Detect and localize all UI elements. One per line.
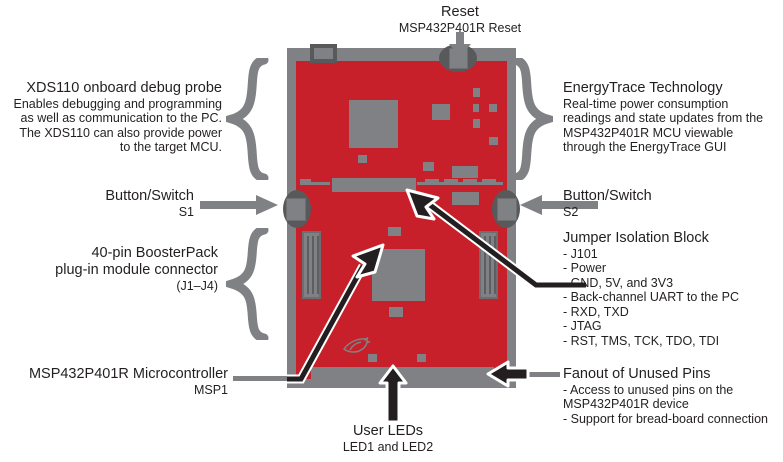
- jumper-pad-e: [482, 179, 496, 184]
- button-s1-cap[interactable]: [286, 198, 306, 221]
- callout-button-s2: Button/Switch S2: [563, 188, 763, 219]
- msp432-microcontroller: [372, 249, 425, 301]
- callout-boosterpack-line2: plug-in module connector: [55, 261, 218, 278]
- brace-boosterpack: [226, 228, 269, 340]
- callout-boosterpack-lines: (J1–J4): [176, 278, 218, 293]
- callout-jumper-block: Jumper Isolation Block - J101 - Power - …: [563, 230, 783, 348]
- callout-reset: Reset MSP432P401R Reset: [372, 4, 548, 35]
- callout-boosterpack-title: 40-pin BoosterPack: [91, 245, 218, 261]
- callout-button-s2-lines: S2: [563, 204, 579, 219]
- debug-probe-chip: [349, 100, 398, 148]
- passive-2: [473, 104, 479, 112]
- user-leds-arrow: [378, 364, 408, 424]
- callout-button-s1-lines: S1: [178, 204, 194, 219]
- callout-fanout-lines: - Access to unused pins on the MSP432P40…: [563, 382, 768, 426]
- fanout-unused-pins-header[interactable]: [311, 367, 494, 381]
- callout-reset-title: Reset: [441, 4, 479, 20]
- callout-xds110: XDS110 onboard debug probe Enables debug…: [4, 80, 222, 155]
- callout-fanout: Fanout of Unused Pins - Access to unused…: [563, 366, 783, 426]
- button-s2-arrow: [520, 195, 598, 215]
- passive-6: [358, 155, 367, 163]
- user-led-1: [368, 354, 377, 362]
- callout-user-leds-lines: LED1 and LED2: [342, 439, 434, 454]
- reset-arrow: [449, 32, 471, 57]
- callout-microcontroller-title: MSP432P401R Microcontroller: [28, 366, 228, 382]
- callout-energytrace-lines: Real-time power consumption readings and…: [563, 96, 764, 155]
- brace-energytrace: [510, 58, 553, 180]
- fanout-arrow: [486, 360, 530, 388]
- callout-microcontroller: MSP432P401R Microcontroller MSP1: [4, 366, 228, 397]
- passive-7: [423, 162, 434, 171]
- jumper-pad-b: [425, 179, 439, 184]
- callout-xds110-lines: Enables debugging and programming as wel…: [13, 96, 222, 155]
- passive-5: [489, 137, 498, 145]
- passive-1: [473, 88, 480, 97]
- usb-connector: [310, 44, 337, 63]
- button-s1-arrow: [200, 195, 278, 215]
- passive-9: [452, 192, 479, 205]
- jumper-pad-c: [444, 179, 458, 184]
- callout-user-leds: User LEDs LED1 and LED2: [302, 423, 474, 454]
- callout-jumper-block-lines: - J101 - Power - GND, 5V, and 3V3 - Back…: [563, 246, 740, 348]
- user-led-2: [417, 354, 426, 362]
- microcontroller-arrow: [287, 243, 385, 384]
- button-s2-cap[interactable]: [497, 198, 517, 221]
- callout-button-s2-title: Button/Switch: [563, 188, 652, 204]
- rocket-logo: [342, 336, 371, 353]
- jumper-block-arrow: [405, 188, 586, 290]
- mcu-passive-top: [388, 227, 401, 236]
- callout-button-s1: Button/Switch S1: [4, 188, 194, 219]
- jumper-pad-a: [300, 179, 311, 184]
- brace-xds110: [226, 58, 269, 180]
- passive-4: [473, 119, 480, 128]
- mcu-passive-bottom: [389, 307, 403, 317]
- callout-jumper-block-title: Jumper Isolation Block: [563, 230, 709, 246]
- microcontroller-leader-line: [233, 376, 295, 381]
- jumper-trace-right: [417, 182, 503, 185]
- passive-3: [489, 104, 497, 112]
- jumper-isolation-block[interactable]: [332, 178, 416, 192]
- jumper-trace-left: [300, 182, 330, 185]
- fanout-leader-line: [516, 372, 560, 377]
- debug-support-chip: [432, 104, 450, 120]
- callout-energytrace-title: EnergyTrace Technology: [563, 80, 723, 96]
- callout-energytrace: EnergyTrace Technology Real-time power c…: [563, 80, 783, 155]
- passive-8: [452, 166, 478, 178]
- callout-microcontroller-lines: MSP1: [193, 382, 228, 397]
- callout-xds110-title: XDS110 onboard debug probe: [26, 80, 222, 96]
- callout-fanout-title: Fanout of Unused Pins: [563, 366, 711, 382]
- jumper-pad-d: [463, 179, 477, 184]
- callout-user-leds-title: User LEDs: [352, 423, 424, 439]
- boosterpack-header-left[interactable]: [302, 231, 321, 299]
- callout-button-s1-title: Button/Switch: [105, 188, 194, 204]
- callout-boosterpack: 40-pin BoosterPack plug-in module connec…: [4, 245, 218, 293]
- callout-reset-lines: MSP432P401R Reset: [398, 20, 522, 35]
